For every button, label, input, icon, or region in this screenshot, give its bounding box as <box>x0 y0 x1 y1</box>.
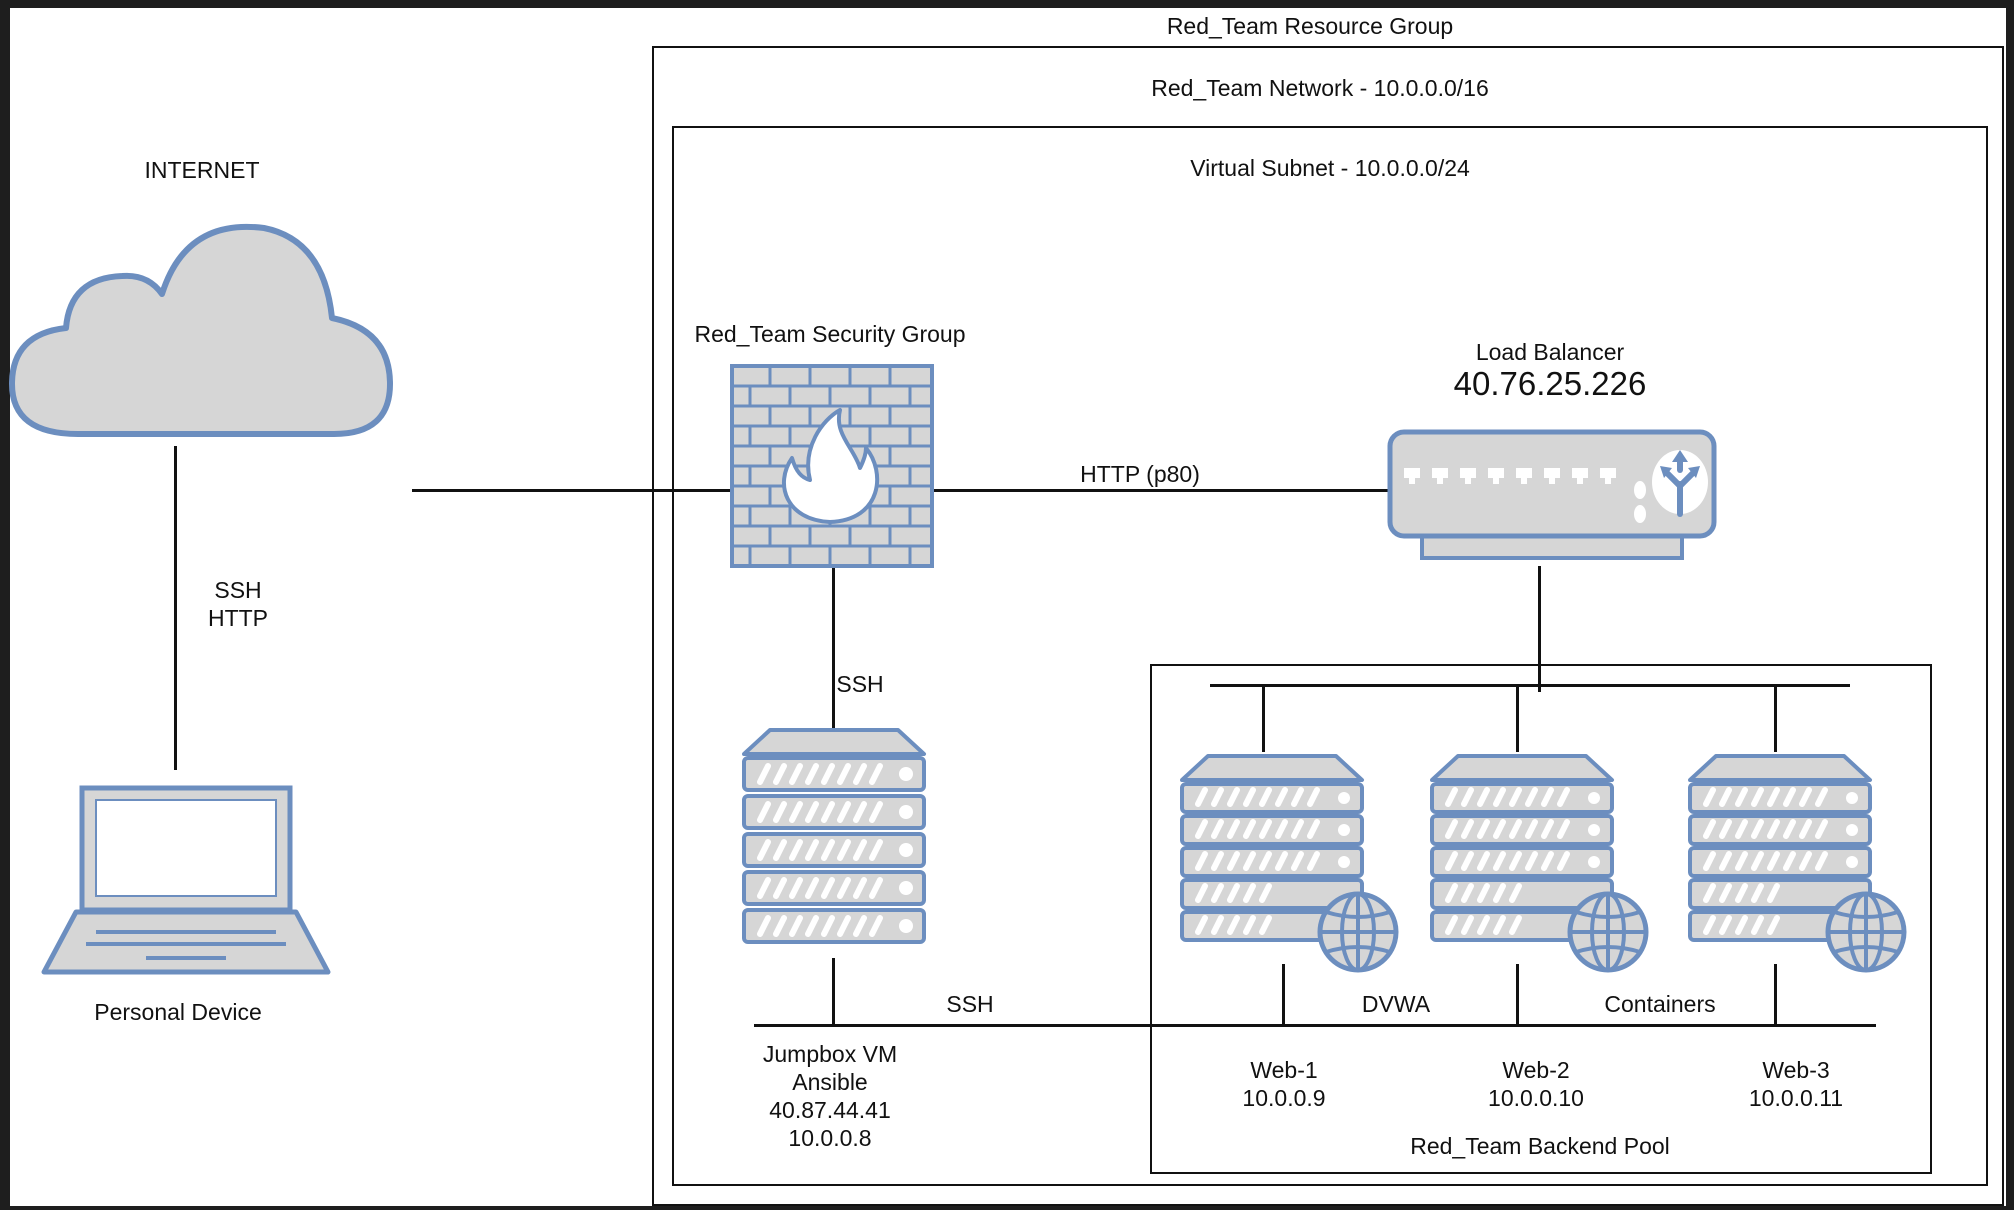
load-balancer-label: Load Balancer <box>1475 339 1625 365</box>
security-group-label: Red_Team Security Group <box>694 321 966 347</box>
personal-device-label: Personal Device <box>94 999 262 1025</box>
web-2-to-bus-line <box>1516 964 1519 1026</box>
internet-to-firewall-line <box>412 489 736 492</box>
lb-to-pool-line <box>1538 566 1541 692</box>
pool-drop-web-2 <box>1516 686 1519 752</box>
containers-tag: Containers <box>1604 991 1716 1017</box>
web-server-3-icon <box>1688 754 1907 973</box>
firewall-to-jumpbox-line <box>832 564 835 732</box>
internet-link-ssh: SSH <box>214 577 262 603</box>
firewall-icon <box>730 364 934 568</box>
jumpbox-to-bus-line <box>832 958 835 1026</box>
jumpbox-role: Ansible <box>792 1069 868 1095</box>
internet-link-http: HTTP <box>207 605 269 631</box>
laptop-icon <box>41 785 331 975</box>
internet-label: INTERNET <box>144 157 260 183</box>
web-1-name: Web-1 <box>1250 1057 1318 1083</box>
network-diagram: Red_Team Resource Group Red_Team Network… <box>9 8 2006 1206</box>
cloud-to-device-line <box>174 446 177 770</box>
web-2-name: Web-2 <box>1502 1057 1570 1083</box>
pool-bus-line <box>1210 684 1850 687</box>
web-server-2-icon <box>1430 754 1649 973</box>
backend-pool-box <box>1150 664 1932 1174</box>
ssh-bus-line <box>754 1024 1876 1027</box>
firewall-to-lb-line <box>932 489 1396 492</box>
resource-group-title: Red_Team Resource Group <box>1166 13 1454 39</box>
cloud-icon <box>9 223 393 437</box>
jumpbox-server-icon <box>742 728 926 944</box>
web-3-ip: 10.0.0.11 <box>1748 1085 1844 1111</box>
resource-group-box <box>652 46 2004 1206</box>
web-3-name: Web-3 <box>1762 1057 1830 1083</box>
jumpbox-name: Jumpbox VM <box>762 1041 898 1067</box>
web-3-to-bus-line <box>1774 964 1777 1026</box>
jumpbox-private-ip: 10.0.0.8 <box>788 1125 872 1151</box>
network-title: Red_Team Network - 10.0.0.0/16 <box>1151 75 1489 101</box>
dvwa-tag: DVWA <box>1361 991 1431 1017</box>
web-1-to-bus-line <box>1282 964 1285 1026</box>
firewall-to-jumpbox-link-label: SSH <box>836 671 884 697</box>
web-2-ip: 10.0.0.10 <box>1488 1085 1584 1111</box>
jumpbox-to-servers-link-label: SSH <box>946 991 994 1017</box>
pool-drop-web-1 <box>1262 686 1265 752</box>
jumpbox-public-ip: 40.87.44.41 <box>769 1097 891 1123</box>
web-1-ip: 10.0.0.9 <box>1242 1085 1326 1111</box>
backend-pool-title: Red_Team Backend Pool <box>1410 1133 1670 1159</box>
web-server-1-icon <box>1180 754 1399 973</box>
network-box <box>672 126 1988 1186</box>
load-balancer-ip: 40.76.25.226 <box>1453 365 1647 402</box>
subnet-title: Virtual Subnet - 10.0.0.0/24 <box>1190 155 1470 181</box>
pool-drop-web-3 <box>1774 686 1777 752</box>
firewall-to-lb-link-label: HTTP (p80) <box>1080 461 1200 487</box>
load-balancer-icon <box>1387 429 1717 560</box>
